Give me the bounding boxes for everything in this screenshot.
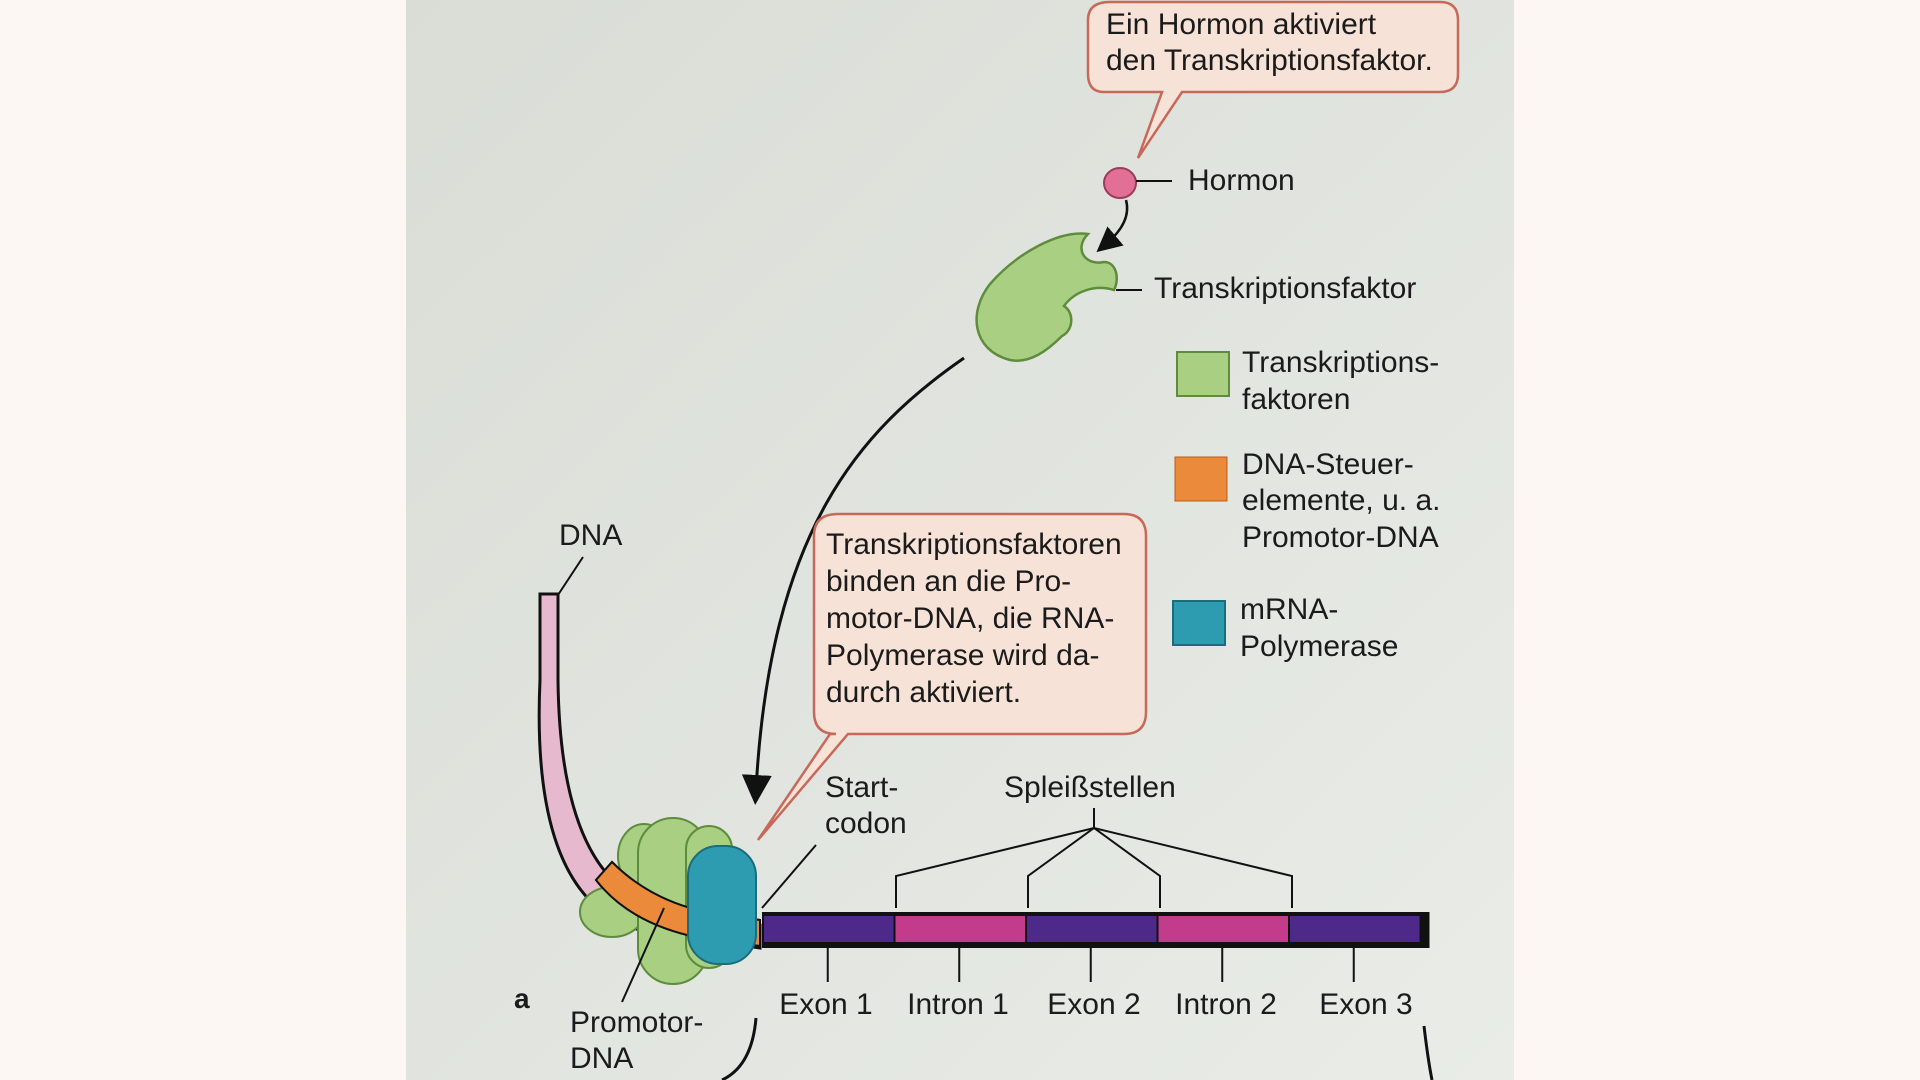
binding-callout-line-4: Polymerase wird da- xyxy=(826,639,1099,672)
hormone-callout-line-2: den Transkriptionsfaktor. xyxy=(1106,44,1433,77)
legend-label-dna-steuerelemente-2: elemente, u. a. xyxy=(1242,484,1440,517)
exon-2-segment xyxy=(1027,916,1157,942)
legend-label-dna-steuerelemente-1: DNA-Steuer- xyxy=(1242,448,1414,481)
panel-letter: a xyxy=(514,983,530,1014)
transcription-factor-shape xyxy=(975,232,1118,362)
hormone-molecule xyxy=(1103,167,1137,199)
intron-2-segment xyxy=(1158,916,1288,942)
exon-3-segment xyxy=(1290,916,1420,942)
exon-2-label: Exon 2 xyxy=(1047,988,1140,1021)
bottom-left-curve xyxy=(721,1017,758,1080)
factor-to-promoter-arrow xyxy=(741,356,965,805)
binding-callout: Transkriptionsfaktoren binden an die Pro… xyxy=(756,512,1148,841)
intron-1-segment xyxy=(895,916,1025,942)
legend-swatch-dna-steuerelemente xyxy=(1174,456,1228,502)
bottom-right-curve xyxy=(1422,1025,1434,1080)
legend-label-mrna-polymerase-1: mRNA- xyxy=(1240,593,1338,626)
promoter-leader-line xyxy=(621,907,665,1003)
dna-leader-line xyxy=(555,556,584,599)
promotor-dna-label-2: DNA xyxy=(570,1042,633,1075)
legend: Transkriptions- faktoren DNA-Steuer- ele… xyxy=(1172,346,1440,663)
exon-3-label: Exon 3 xyxy=(1319,988,1412,1021)
binding-callout-line-5: durch aktiviert. xyxy=(826,676,1021,709)
hormone-label: Hormon xyxy=(1188,164,1295,197)
binding-callout-bubble xyxy=(756,512,1148,841)
startcodon-label-2: codon xyxy=(825,807,907,840)
splice-site-brackets xyxy=(895,808,1293,908)
hormone-callout-line-1: Ein Hormon aktiviert xyxy=(1106,8,1377,41)
legend-label-dna-steuerelemente-3: Promotor-DNA xyxy=(1242,521,1439,554)
transcription-factor-label: Transkriptionsfaktor xyxy=(1154,272,1416,305)
hormone-binding-arrow xyxy=(1096,199,1129,253)
dna-label: DNA xyxy=(559,519,622,552)
legend-label-transkriptionsfaktoren-2: faktoren xyxy=(1242,383,1350,416)
binding-callout-line-2: binden an die Pro- xyxy=(826,565,1071,598)
rna-polymerase xyxy=(687,845,757,965)
startcodon-leader-line xyxy=(761,844,817,909)
binding-callout-line-1: Transkriptionsfaktoren xyxy=(826,528,1122,561)
exon-1-label: Exon 1 xyxy=(779,988,872,1021)
legend-swatch-mrna-polymerase xyxy=(1172,600,1226,646)
hormone-callout-bubble xyxy=(1086,0,1460,159)
legend-label-mrna-polymerase-2: Polymerase xyxy=(1240,630,1398,663)
legend-swatch-transkriptionsfaktoren xyxy=(1176,351,1230,397)
spleissstellen-label: Spleißstellen xyxy=(1004,771,1176,804)
promotor-dna-label-1: Promotor- xyxy=(570,1006,703,1039)
intron-1-label: Intron 1 xyxy=(907,988,1009,1021)
startcodon-label-1: Start- xyxy=(825,771,898,804)
hormone-callout: Ein Hormon aktiviert den Transkriptionsf… xyxy=(1086,0,1460,159)
legend-label-transkriptionsfaktoren-1: Transkriptions- xyxy=(1242,346,1439,379)
binding-callout-line-3: motor-DNA, die RNA- xyxy=(826,602,1114,635)
coding-region: Exon 1 Intron 1 Exon 2 Intron 2 Exon 3 xyxy=(762,912,1430,1021)
exon-1-segment xyxy=(764,916,894,942)
intron-2-label: Intron 2 xyxy=(1175,988,1277,1021)
